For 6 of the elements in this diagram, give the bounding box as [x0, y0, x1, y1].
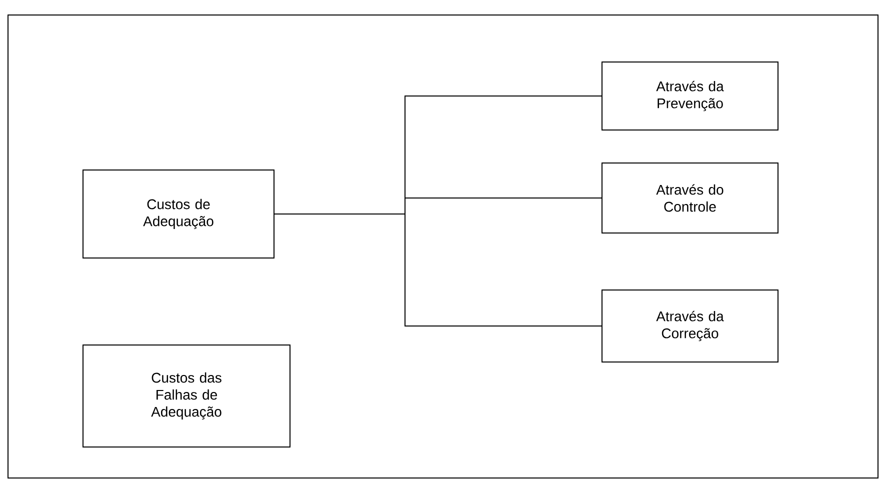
process-box: Custos de Adequação	[82, 170, 274, 258]
process-box: Através da Correção	[602, 290, 778, 362]
process-box: Custos das Falhas de Adequação	[82, 344, 290, 448]
connector	[274, 214, 602, 326]
process-box: Através do Controle	[602, 162, 778, 234]
process-box: Através da Prevenção	[602, 62, 778, 130]
